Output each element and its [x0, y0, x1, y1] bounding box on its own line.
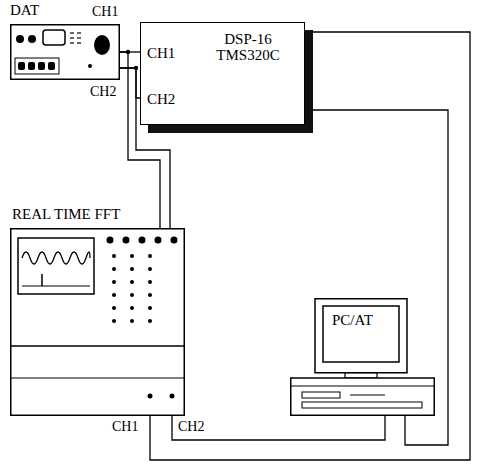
- device-drawing: [10, 24, 120, 80]
- device-drawing: [10, 228, 185, 416]
- device-label: REAL TIME FFT: [12, 206, 120, 222]
- signal-wire: [172, 416, 385, 440]
- pc-computer: PC/AT: [290, 298, 435, 416]
- fft-analyzer: REAL TIME FFTCH1CH2: [10, 228, 185, 416]
- channel-label: CH2: [90, 84, 116, 100]
- channel-label: CH1: [92, 4, 118, 20]
- box-text: DSP-16 TMS320C: [207, 31, 289, 63]
- device-label: CH2: [178, 419, 204, 435]
- dsp-board: CH1 DSP-16 TMS320C CH2: [140, 22, 305, 125]
- box-text: CH2: [147, 91, 175, 107]
- device-label: DAT: [10, 2, 39, 18]
- box-text: PC/AT: [332, 312, 373, 328]
- signal-wire: [120, 68, 140, 98]
- device-label: CH1: [112, 419, 138, 435]
- box-text: CH1: [147, 45, 175, 61]
- dat-recorder: DAT: [10, 24, 120, 80]
